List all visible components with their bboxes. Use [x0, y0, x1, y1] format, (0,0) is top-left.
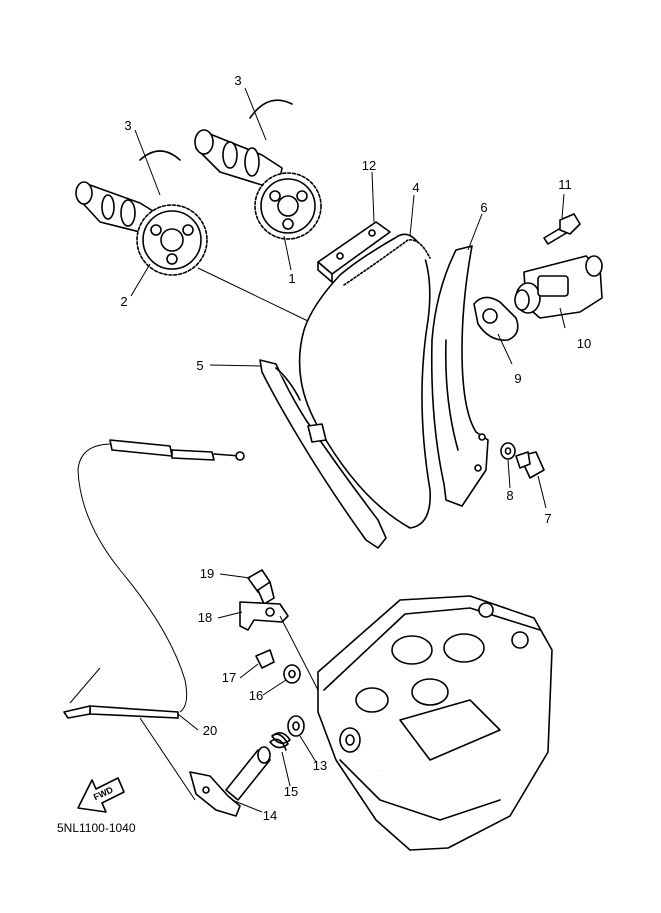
- bolt-19[interactable]: [247, 569, 275, 605]
- callout-12: 12: [362, 158, 376, 173]
- chain-guide-12[interactable]: [317, 221, 391, 283]
- circlip-3-right[interactable]: [249, 99, 293, 119]
- callout-20: 20: [203, 723, 217, 738]
- callout-4: 4: [412, 180, 419, 195]
- gasket-9[interactable]: [473, 296, 519, 341]
- callout-3-left: 3: [124, 118, 131, 133]
- callout-10: 10: [577, 336, 591, 351]
- diagram-code: 5NL1100-1040: [57, 821, 136, 835]
- callout-18: 18: [198, 610, 212, 625]
- cam-chain-4[interactable]: [298, 233, 431, 529]
- washer-8[interactable]: [500, 442, 516, 460]
- tensioner-guide-6[interactable]: [430, 245, 489, 507]
- bolt-7[interactable]: [515, 451, 545, 479]
- callout-19: 19: [200, 566, 214, 581]
- callout-8: 8: [506, 488, 513, 503]
- oil-seal-13[interactable]: [287, 715, 305, 737]
- callout-15: 15: [284, 784, 298, 799]
- callout-labels: 1 2 3 3 4 5 6 7 8 9 10 11 12 13 14 15 16…: [120, 73, 591, 823]
- decompression-cable-20[interactable]: [63, 439, 245, 719]
- camshaft-sprocket-1[interactable]: [194, 129, 322, 240]
- callout-5: 5: [196, 358, 203, 373]
- spring-15[interactable]: [269, 732, 291, 751]
- chain-guide-5[interactable]: [259, 359, 387, 549]
- callout-16: 16: [249, 688, 263, 703]
- callout-11: 11: [558, 177, 572, 192]
- decompression-shaft-14[interactable]: [189, 746, 271, 817]
- callout-3-right: 3: [234, 73, 241, 88]
- camshaft-sprocket-2[interactable]: [75, 181, 208, 276]
- callout-1: 1: [288, 271, 295, 286]
- bolt-17[interactable]: [255, 649, 275, 669]
- callout-17: 17: [222, 670, 236, 685]
- leader-lines: [130, 87, 566, 813]
- cam-chain-tensioner-10[interactable]: [514, 255, 603, 319]
- cylinder-head: [317, 595, 553, 851]
- washer-16[interactable]: [283, 664, 301, 684]
- callout-6: 6: [480, 200, 487, 215]
- bolt-11[interactable]: [543, 213, 581, 245]
- callout-9: 9: [514, 371, 521, 386]
- reference-lines: [69, 267, 311, 801]
- fwd-arrow: FWD: [77, 777, 125, 813]
- circlip-3-left[interactable]: [139, 150, 181, 161]
- callout-14: 14: [263, 808, 277, 823]
- bracket-18[interactable]: [239, 601, 289, 631]
- callout-7: 7: [544, 511, 551, 526]
- callout-13: 13: [313, 758, 327, 773]
- callout-2: 2: [120, 294, 127, 309]
